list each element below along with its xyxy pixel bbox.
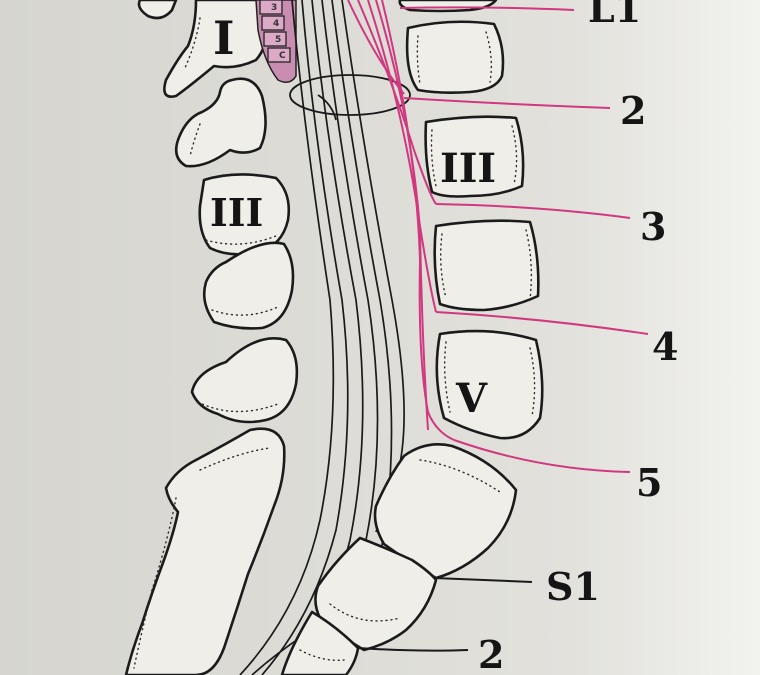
leader-S2 xyxy=(357,647,469,652)
sacral-body-1 xyxy=(373,443,518,580)
root-label-L1: L1 xyxy=(588,0,641,31)
posterior-element-3 xyxy=(198,173,291,256)
highlighted-roots xyxy=(347,0,649,473)
vertebral-body-5 xyxy=(435,329,544,440)
root-label-S1: S1 xyxy=(546,564,600,609)
leader-4 xyxy=(435,311,649,335)
vertebral-body-1 xyxy=(398,0,498,13)
sacrum-posterior xyxy=(124,427,286,675)
posterior-label-III: III xyxy=(210,190,263,235)
body-label-III: III xyxy=(440,145,496,192)
posterior-element-4 xyxy=(202,241,295,330)
cord-segment-label: C xyxy=(279,51,286,61)
posterior-elements xyxy=(124,0,299,675)
posterior-element-1 xyxy=(163,0,269,98)
cord-segment-label: 5 xyxy=(275,35,281,45)
root-label-2: 2 xyxy=(620,88,646,133)
leader-2 xyxy=(403,97,611,109)
root-label-S2: 2 xyxy=(478,632,504,675)
leader-S1 xyxy=(433,577,533,583)
vertebral-body-2 xyxy=(405,20,505,94)
posterior-element-top xyxy=(137,0,178,20)
leader-3 xyxy=(435,203,631,219)
cord-segment-label: 3 xyxy=(271,3,277,13)
leader-L1 xyxy=(399,6,575,11)
dural-sac-outline xyxy=(289,74,411,116)
sacral-body-3 xyxy=(280,610,360,675)
posterior-element-5 xyxy=(190,337,299,424)
leader-5 xyxy=(453,439,631,473)
posterior-label-I: I xyxy=(213,11,235,65)
sacral-body-2 xyxy=(314,536,438,652)
vertebral-body-4 xyxy=(433,219,540,312)
posterior-element-2 xyxy=(174,77,267,168)
root-label-3: 3 xyxy=(640,204,666,249)
body-label-V: V xyxy=(455,375,488,422)
root-label-5: 5 xyxy=(636,460,662,505)
vertebral-bodies xyxy=(280,0,544,675)
cord-segment-label: 4 xyxy=(273,19,279,29)
spinal-cord: 3 4 5 C xyxy=(255,0,297,83)
vertebral-body-3 xyxy=(424,115,525,198)
root-label-4: 4 xyxy=(652,324,678,369)
